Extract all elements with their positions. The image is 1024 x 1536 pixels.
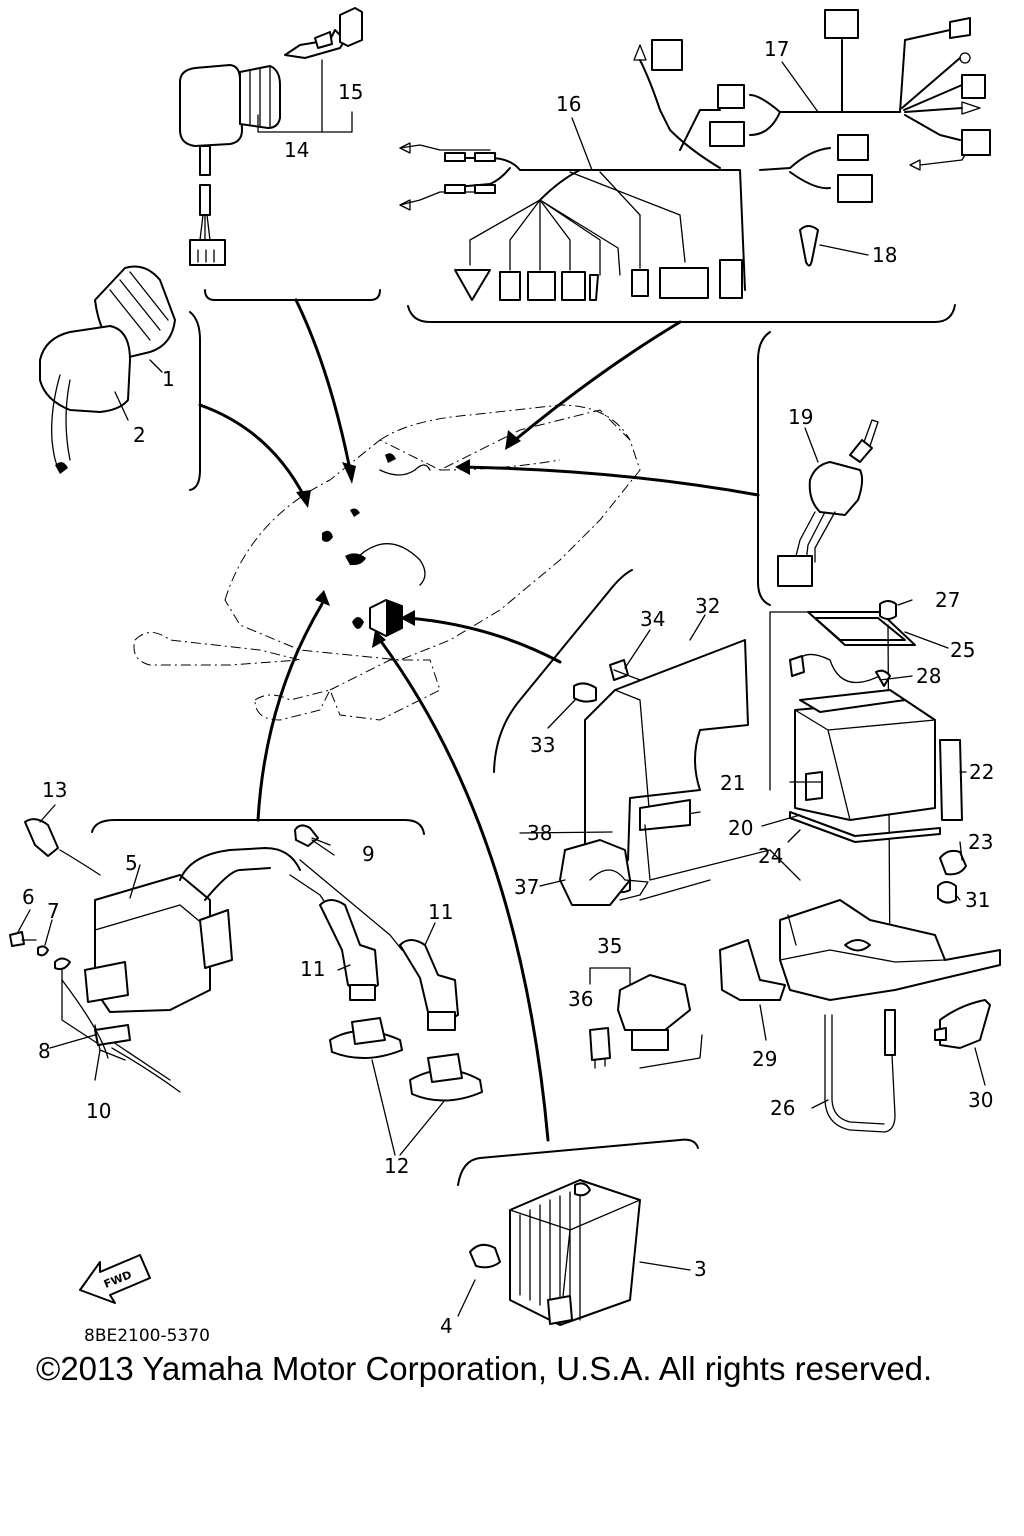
callout-24: 24 <box>758 844 783 868</box>
callout-1: 1 <box>162 367 175 391</box>
callout-36: 36 <box>568 987 593 1011</box>
callout-18: 18 <box>872 243 897 267</box>
copyright-notice: ©2013 Yamaha Motor Corporation, U.S.A. A… <box>36 1350 933 1387</box>
callout-17: 17 <box>764 37 789 61</box>
callout-14: 14 <box>284 138 309 162</box>
callout-23: 23 <box>968 830 993 854</box>
callout-21: 21 <box>720 771 745 795</box>
ignition-coil-assembly <box>9 818 483 1156</box>
callout-26: 26 <box>770 1096 795 1120</box>
starter-relay <box>559 839 649 906</box>
callout-labels: 1 2 3 4 5 6 7 8 9 10 11 11 12 13 14 15 1… <box>22 37 994 1338</box>
callout-20: 20 <box>728 816 753 840</box>
battery-assembly <box>769 600 967 981</box>
callout-11-left: 11 <box>300 957 325 981</box>
callout-3: 3 <box>694 1257 707 1281</box>
handlebar-switch <box>39 265 176 474</box>
leader-arrows <box>198 298 760 1142</box>
callout-34: 34 <box>640 607 665 631</box>
forward-arrow-icon: FWD <box>79 1254 151 1304</box>
diagram-part-number: 8BE2100-5370 <box>84 1326 210 1346</box>
battery-cover <box>573 639 749 894</box>
callout-8: 8 <box>38 1039 51 1063</box>
callout-5: 5 <box>125 851 138 875</box>
main-switch-assembly <box>179 7 363 266</box>
callout-10: 10 <box>86 1099 111 1123</box>
rectifier-regulator <box>457 1179 691 1326</box>
callout-29: 29 <box>752 1047 777 1071</box>
fuse-and-relay <box>589 967 703 1069</box>
callout-25: 25 <box>950 638 975 662</box>
callout-2: 2 <box>133 423 146 447</box>
snowmobile-outline <box>133 404 641 721</box>
wire-harness <box>399 9 991 301</box>
callout-9: 9 <box>362 842 375 866</box>
callout-leaders <box>17 599 986 1109</box>
callout-22: 22 <box>969 760 994 784</box>
battery-box <box>639 824 1001 1133</box>
callout-30: 30 <box>968 1088 993 1112</box>
callout-28: 28 <box>916 664 941 688</box>
callout-33: 33 <box>530 733 555 757</box>
callout-7: 7 <box>47 899 60 923</box>
callout-13: 13 <box>42 778 67 802</box>
callout-19: 19 <box>788 405 813 429</box>
callout-37: 37 <box>514 875 539 899</box>
callout-27: 27 <box>935 588 960 612</box>
callout-16: 16 <box>556 92 581 116</box>
callout-38: 38 <box>527 821 552 845</box>
callout-35: 35 <box>597 934 622 958</box>
group-brackets <box>91 289 956 1186</box>
callout-31: 31 <box>965 888 990 912</box>
callout-15: 15 <box>338 80 363 104</box>
callout-11-right: 11 <box>428 900 453 924</box>
callout-12: 12 <box>384 1154 409 1178</box>
toggle-switch <box>777 419 879 587</box>
callout-6: 6 <box>22 885 35 909</box>
callout-4: 4 <box>440 1314 453 1338</box>
callout-32: 32 <box>695 594 720 618</box>
